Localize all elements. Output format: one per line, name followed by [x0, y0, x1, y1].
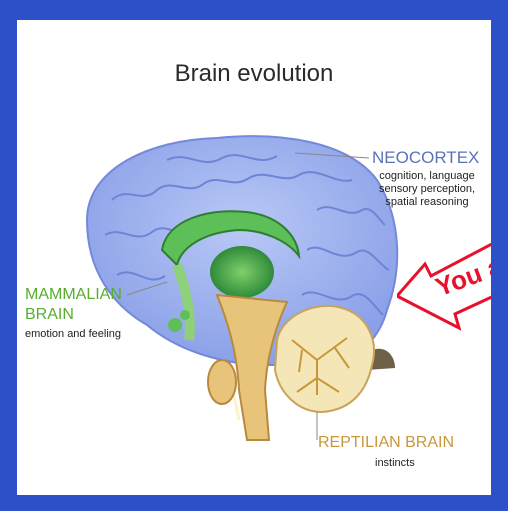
- red-arrow-callout: You a: [397, 236, 491, 336]
- mammalian-label: MAMMALIAN BRAIN: [25, 285, 145, 325]
- diagram-card: Brain evolution: [17, 20, 491, 495]
- reptilian-description: instincts: [375, 457, 415, 469]
- neocortex-description: cognition, language sensory perception, …: [367, 170, 487, 209]
- mammalian-label-line1: MAMMALIAN: [25, 285, 145, 305]
- mammalian-label-line2: BRAIN: [25, 305, 145, 325]
- cerebellum-shape: [275, 306, 374, 412]
- reptilian-label: REPTILIAN BRAIN: [318, 434, 454, 452]
- mammalian-description: emotion and feeling: [25, 328, 121, 340]
- neocortex-label: NEOCORTEX: [372, 148, 479, 168]
